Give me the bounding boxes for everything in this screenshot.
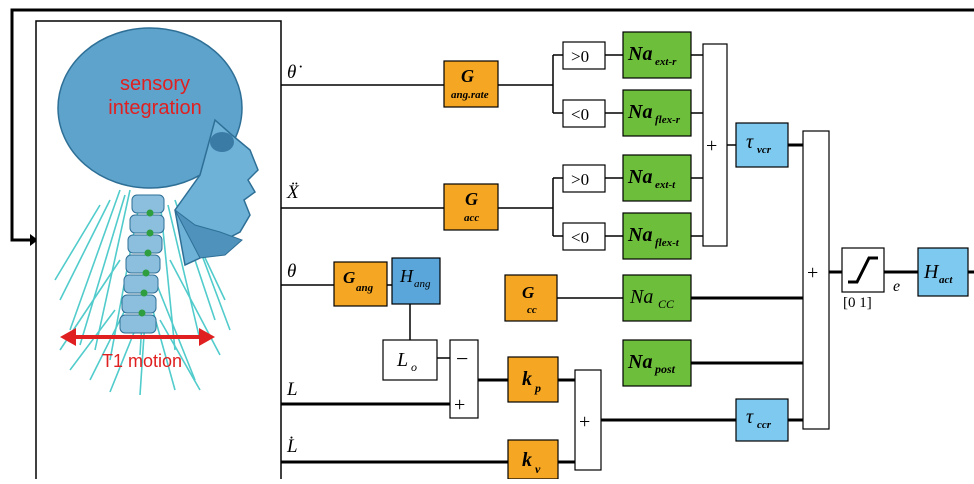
svg-text:Na: Na <box>629 286 653 308</box>
block-lt0-rate: <0 <box>562 99 606 128</box>
integration-text: integration <box>108 97 202 119</box>
block-g-acc: G acc <box>443 183 499 231</box>
svg-text:k: k <box>522 449 532 471</box>
block-g-ang: G ang <box>333 261 388 307</box>
block-l-o: L o <box>382 339 438 381</box>
svg-text:act: act <box>939 274 953 286</box>
block-na-cc: Na CC <box>622 274 692 322</box>
block-h-ang: H ang <box>391 257 441 305</box>
svg-text:−: − <box>456 346 468 371</box>
svg-text:Na: Na <box>627 43 652 65</box>
svg-text:+: + <box>807 262 818 284</box>
svg-text:ang.rate: ang.rate <box>451 89 489 101</box>
svg-text:post: post <box>654 362 676 376</box>
label-l: L <box>286 379 298 400</box>
svg-text:[0 1]: [0 1] <box>843 295 872 311</box>
sensory-integration-label: sensory integration <box>80 72 230 120</box>
signal-lines <box>281 54 974 464</box>
block-k-p: k p <box>507 356 559 403</box>
svg-text:G: G <box>461 66 474 86</box>
svg-text:vcr: vcr <box>757 144 772 156</box>
cranium <box>57 27 243 189</box>
block-lt0-acc: <0 <box>562 222 606 251</box>
svg-text:CC: CC <box>658 297 675 311</box>
svg-text:ang: ang <box>414 278 431 290</box>
block-na-post: Na post <box>622 339 692 387</box>
block-k-v: k v <box>507 439 559 480</box>
label-x-ddot: Ẍ <box>286 182 300 203</box>
spine-joints <box>138 209 154 317</box>
svg-text:ext-r: ext-r <box>655 56 677 68</box>
svg-text:H: H <box>399 266 414 286</box>
block-g-ang-rate: G ang.rate <box>443 60 499 108</box>
feedback-loop-line <box>10 8 974 242</box>
svg-text:G: G <box>343 268 356 287</box>
svg-text:+: + <box>706 135 717 157</box>
block-tau-ccr: τ ccr <box>735 398 789 442</box>
svg-text:o: o <box>411 360 417 374</box>
svg-text:ext-t: ext-t <box>655 179 676 191</box>
svg-text:τ: τ <box>746 406 754 428</box>
svg-text:p: p <box>534 381 541 395</box>
svg-text:+: + <box>579 411 590 433</box>
block-na-ext-t: Na ext-t <box>622 154 692 202</box>
svg-text:H: H <box>923 261 940 283</box>
block-na-ext-r: Na ext-r <box>622 31 692 79</box>
sum-junction-2: + <box>574 369 602 471</box>
block-na-flex-t: Na flex-t <box>622 212 692 260</box>
t1-motion-text: T1 motion <box>101 351 183 371</box>
svg-text:L: L <box>396 349 408 371</box>
svg-text:Na: Na <box>627 351 652 373</box>
svg-text:>0: >0 <box>571 47 589 66</box>
sum-junction-3: + <box>802 130 830 430</box>
svg-text:v: v <box>535 462 541 476</box>
cervical-spine <box>119 194 165 334</box>
block-tau-vcr: τ vcr <box>735 122 789 168</box>
svg-text:+: + <box>454 394 465 416</box>
saturation-block: [0 1] <box>841 247 885 311</box>
svg-text:ang: ang <box>356 282 374 294</box>
svg-text:G: G <box>465 189 478 209</box>
svg-text:ccr: ccr <box>757 419 772 431</box>
sum-junction-lo: − + <box>449 339 479 419</box>
block-h-act: H act <box>917 247 969 297</box>
svg-text:τ: τ <box>746 131 754 153</box>
svg-text:<0: <0 <box>571 105 589 124</box>
head-neck-illustration <box>54 27 259 396</box>
feedback-arrowhead <box>30 234 38 246</box>
jaw <box>174 209 243 259</box>
block-gt0-acc: >0 <box>562 164 606 193</box>
t1-motion-arrow <box>60 328 215 346</box>
svg-text:k: k <box>522 368 532 390</box>
svg-text:cc: cc <box>527 304 537 316</box>
sensory-text: sensory <box>119 73 191 95</box>
svg-text:Na: Na <box>627 224 652 246</box>
block-na-flex-r: Na flex-r <box>622 89 692 137</box>
block-g-cc: G cc <box>504 274 558 322</box>
svg-text:flex-t: flex-t <box>655 237 680 249</box>
svg-text:acc: acc <box>464 212 479 224</box>
svg-text:>0: >0 <box>571 170 589 189</box>
t1-motion-label: T1 motion <box>82 349 202 373</box>
svg-text:Na: Na <box>627 166 652 188</box>
label-l-dot: L̇ <box>286 435 298 457</box>
block-gt0-rate: >0 <box>562 41 606 70</box>
svg-text:flex-r: flex-r <box>655 114 681 126</box>
label-e: e <box>893 278 900 295</box>
sum-junction-1: + <box>702 43 728 247</box>
eye-socket <box>210 132 234 152</box>
svg-text:Na: Na <box>627 101 652 123</box>
label-theta-dot: θ̇ <box>287 62 302 83</box>
svg-text:G: G <box>522 283 535 302</box>
label-theta: θ <box>287 261 296 282</box>
svg-text:<0: <0 <box>571 228 589 247</box>
